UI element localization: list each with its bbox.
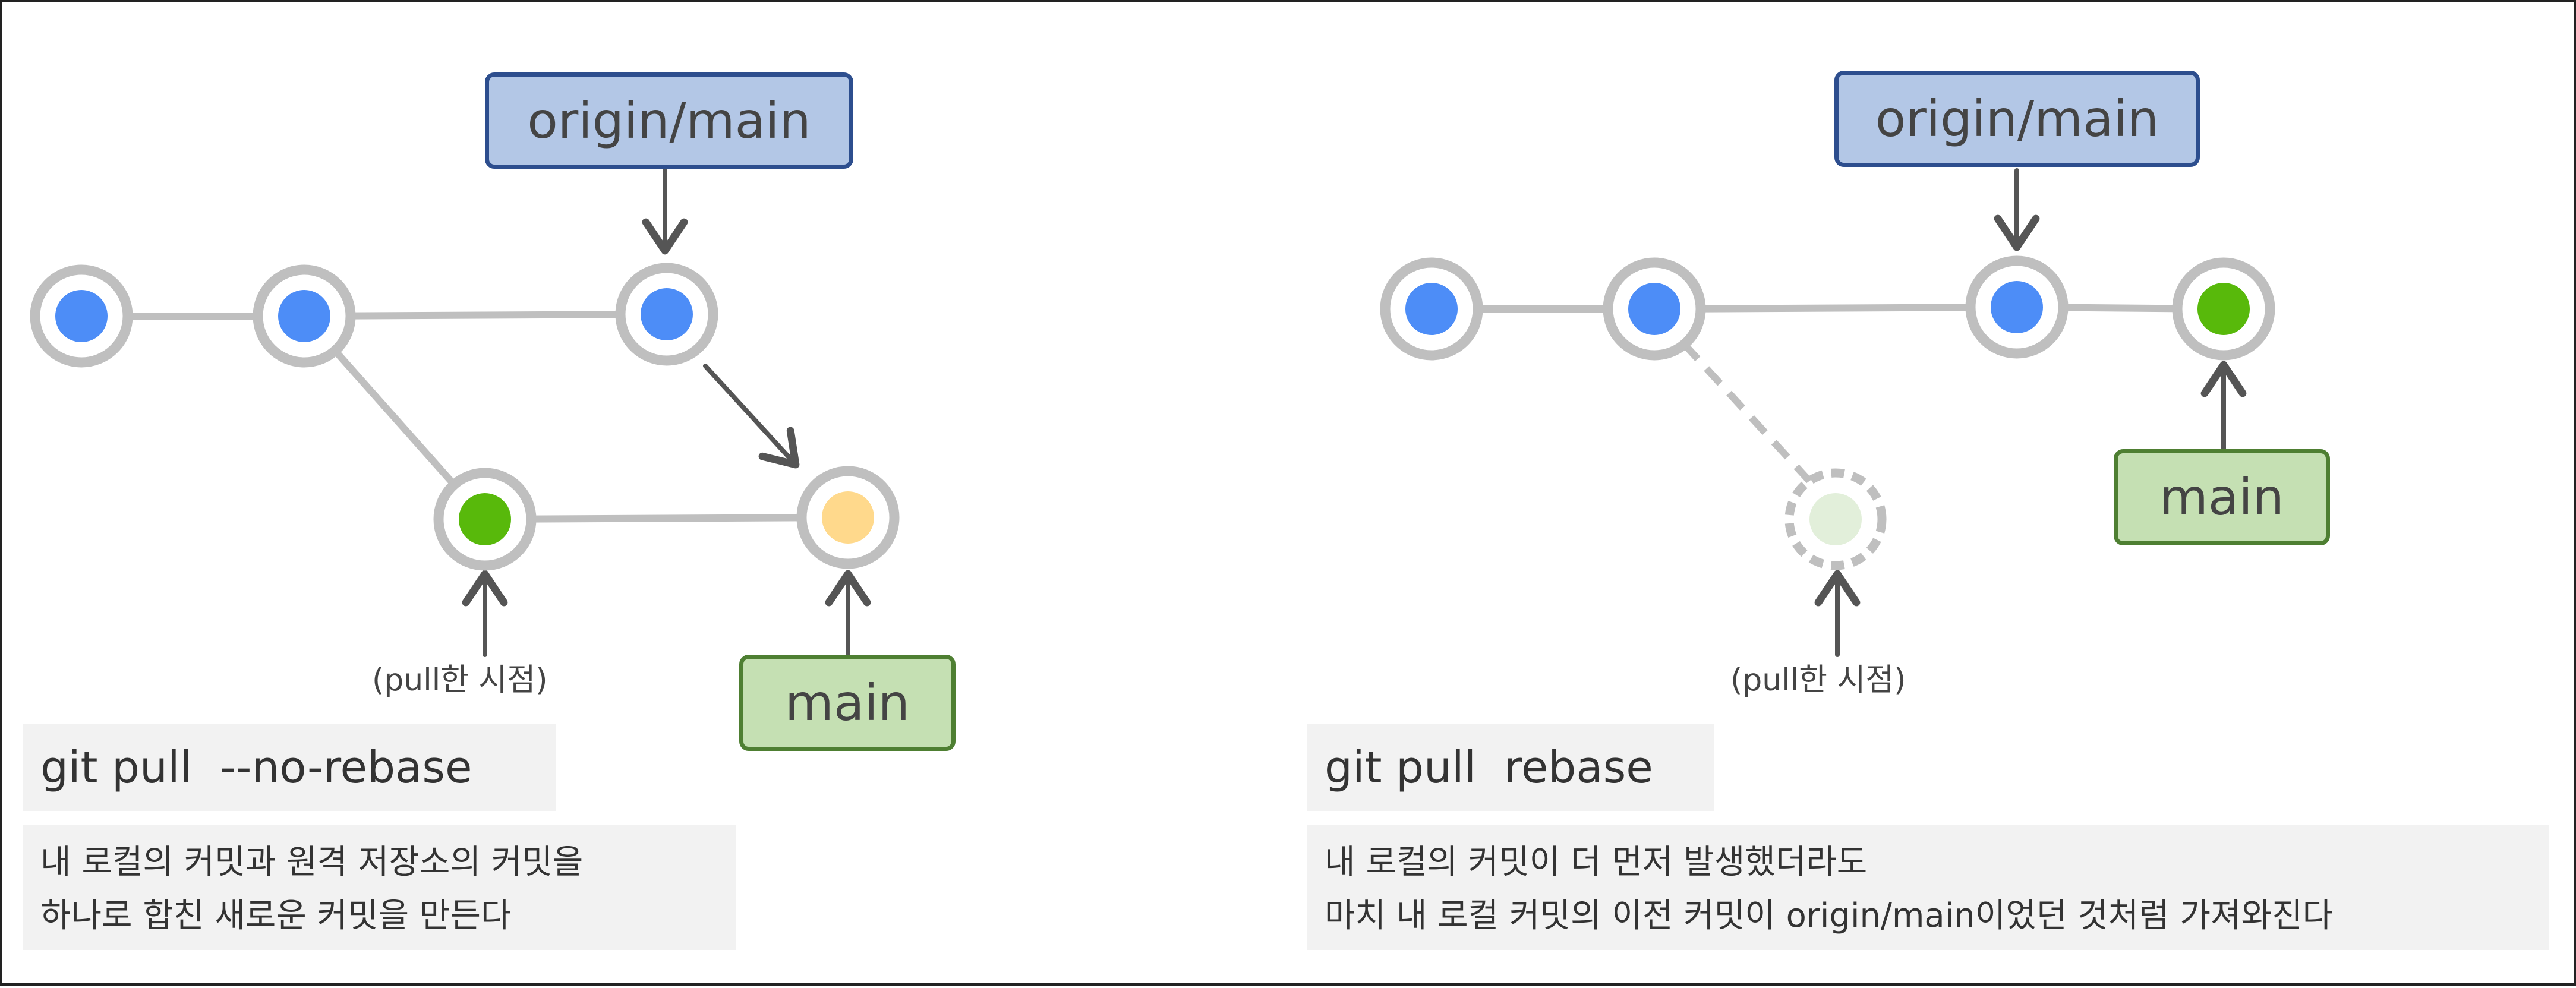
- right-description-line-2: 마치 내 로컬 커밋의 이전 커밋이 origin/main이었던 것처럼 가져…: [1325, 897, 2334, 935]
- right-description-line-1: 내 로컬의 커밋이 더 먼저 발생했더라도: [1325, 843, 1868, 882]
- left-main-label: main: [739, 655, 956, 751]
- right-local-commit: [2172, 257, 2275, 361]
- left-edge-c2-c3: [304, 311, 667, 320]
- left-main-text: main: [785, 674, 910, 732]
- right-arrows: [1814, 168, 2247, 657]
- left-edge-local-merge: [484, 514, 849, 523]
- left-merge-commit: [796, 466, 900, 569]
- right-pull-point-caption: (pull한 시점): [1730, 662, 1906, 698]
- right-commit-1: [1380, 257, 1483, 361]
- right-command-text: git pull rebase: [1325, 742, 1653, 793]
- left-pull-point-caption: (pull한 시점): [372, 662, 548, 698]
- left-arrow-c3-to-merge: [703, 364, 800, 469]
- right-commit-2: [1603, 257, 1706, 361]
- left-commit-3: [615, 263, 718, 366]
- right-edges: [1432, 304, 2224, 487]
- right-abandoned-commit: [1784, 468, 1887, 570]
- right-description-box: 내 로컬의 커밋이 더 먼저 발생했더라도 마치 내 로컬 커밋의 이전 커밋이…: [1307, 825, 2549, 950]
- left-arrows: [462, 168, 871, 657]
- left-commit-1: [30, 264, 133, 368]
- right-edge-abandoned: [1681, 341, 1815, 487]
- right-origin-main-text: origin/main: [1875, 90, 2159, 148]
- left-local-commit: [433, 468, 537, 571]
- right-commit-3: [1965, 255, 2069, 359]
- left-origin-main-text: origin/main: [527, 91, 811, 150]
- left-description-box: 내 로컬의 커밋과 원격 저장소의 커밋을 하나로 합친 새로운 커밋을 만든다: [23, 825, 736, 950]
- right-origin-main-label: origin/main: [1834, 71, 2200, 167]
- left-description-line-1: 내 로컬의 커밋과 원격 저장소의 커밋을: [40, 843, 584, 882]
- left-description-line-2: 하나로 합친 새로운 커밋을 만든다: [40, 897, 512, 935]
- right-main-label: main: [2114, 449, 2330, 545]
- left-command-text: git pull --no-rebase: [40, 742, 472, 793]
- left-command-box: git pull --no-rebase: [23, 724, 556, 811]
- right-command-box: git pull rebase: [1307, 724, 1714, 811]
- right-main-text: main: [2159, 468, 2284, 526]
- right-edge-c2-c3: [1654, 304, 2017, 313]
- left-origin-main-label: origin/main: [485, 72, 853, 169]
- left-commit-2: [253, 264, 356, 368]
